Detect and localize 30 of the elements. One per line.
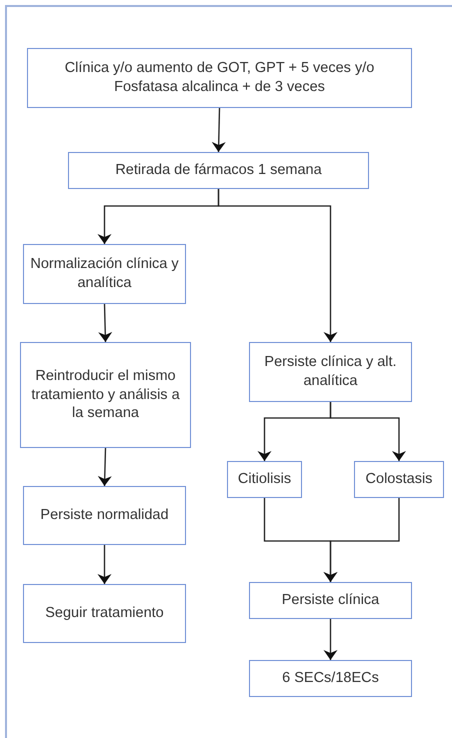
box-text: Persiste normalidad <box>40 506 169 525</box>
process-box <box>227 461 302 498</box>
process-box <box>27 48 412 108</box>
arrow <box>98 448 112 486</box>
arrow <box>218 189 338 342</box>
arrow <box>98 304 112 342</box>
process-box <box>354 461 444 498</box>
arrow <box>212 108 226 152</box>
process-box <box>249 342 412 402</box>
process-box <box>23 244 186 304</box>
box-text: Clínica y/o aumento de GOT, GPT + 5 veces y/o Fosfatasa alcalinca + de 3 veces <box>64 59 376 97</box>
process-box <box>23 486 186 545</box>
process-box <box>249 582 412 619</box>
box-text: Colostasis <box>366 470 432 489</box>
process-box <box>249 660 412 697</box>
box-text: 6 SECs/18ECs <box>282 669 379 688</box>
box-text: Seguir tratamiento <box>45 604 164 623</box>
box-text: Persiste clínica y alt. analítica <box>263 353 398 391</box>
box-text: Normalización clínica y analítica <box>29 255 180 293</box>
box-text: Persiste clínica <box>282 591 380 610</box>
process-box <box>68 152 369 189</box>
arrow <box>324 498 400 582</box>
arrow <box>98 545 112 584</box>
box-text: Citiolisis <box>238 470 292 489</box>
arrow <box>330 402 406 461</box>
box-text: Retirada de fármacos 1 semana <box>115 161 322 180</box>
process-box <box>23 584 186 643</box>
box-text: Reintroducir el mismo tratamiento y análisis a la semana <box>30 366 181 424</box>
process-box <box>20 342 191 448</box>
arrow <box>324 619 338 660</box>
